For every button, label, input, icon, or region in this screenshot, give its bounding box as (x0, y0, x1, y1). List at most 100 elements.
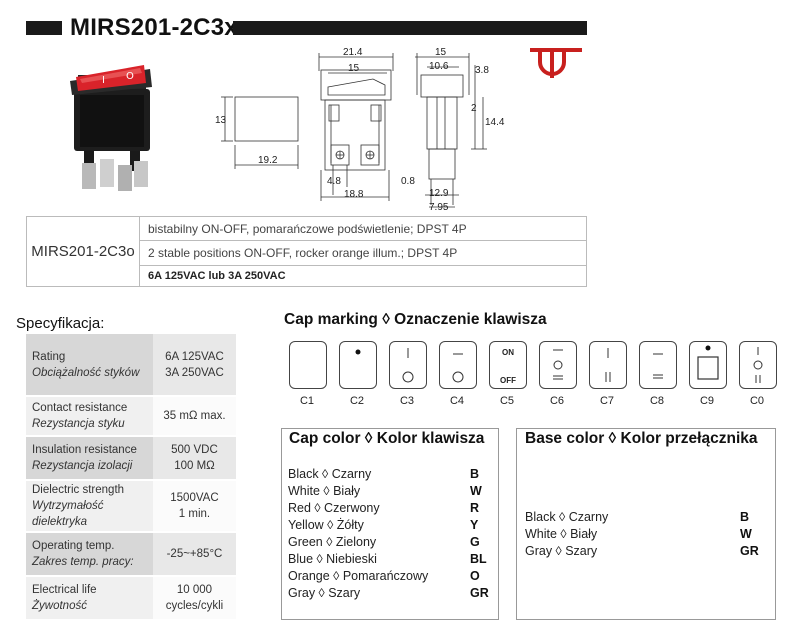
cap-color-name: Blue ◊ Niebieski (288, 552, 377, 566)
base-color-name: Gray ◊ Szary (525, 544, 598, 558)
spec-value: 35 mΩ max. (163, 410, 226, 422)
spec-title: Specyfikacja: (16, 315, 105, 332)
cap-color-code: W (470, 484, 482, 498)
base-color-box (516, 428, 776, 620)
dim-21-4: 21.4 (343, 47, 363, 58)
cap-color-code: G (470, 535, 480, 549)
switch-photo: I O (70, 65, 152, 191)
cap-color-box (281, 428, 499, 620)
cap-label: C4 (449, 395, 465, 407)
spec-label-en: Electrical life (32, 584, 97, 596)
cap-label: C2 (349, 395, 365, 407)
spec-value: 100 MΩ (174, 460, 215, 472)
brand-logo-icon (530, 48, 582, 78)
dim-0-8: 0.8 (401, 176, 415, 187)
cap-label: C6 (549, 395, 565, 407)
cap-label: C3 (399, 395, 415, 407)
spec-label-pl: Zakres temp. pracy: (32, 556, 134, 568)
cap-color-name: Black ◊ Czarny (288, 467, 372, 481)
dim-7-95: 7.95 (429, 202, 449, 213)
dim-18-8: 18.8 (344, 189, 364, 200)
spec-label-pl: Rezystancja styku (32, 418, 125, 430)
cap-color-title: Cap color ◊ Kolor klawisza (289, 430, 485, 447)
cap-label: C1 (299, 395, 315, 407)
page-title: MIRS201-2C3x (70, 14, 238, 41)
model-table: MIRS201-2C3o bistabilny ON-OFF, pomarańc… (26, 215, 587, 288)
cap-label: C0 (749, 395, 765, 407)
spec-value: 3A 250VAC (165, 366, 224, 379)
cap-c6 (539, 341, 577, 389)
dim-4-8: 4.8 (327, 176, 341, 187)
cap-color-code: GR (470, 586, 489, 600)
cap-c3 (389, 341, 427, 389)
cap-color-name: Yellow ◊ Żółty (288, 518, 364, 532)
spec-label-en: Operating temp. (32, 540, 115, 552)
model-rating: 6A 125VAC lub 3A 250VAC (139, 264, 587, 288)
dim-10-6: 10.6 (429, 61, 449, 72)
base-color-code: GR (740, 544, 759, 558)
cap-color-code: O (470, 569, 480, 583)
base-color-name: Black ◊ Czarny (525, 510, 609, 524)
cap-c5: ON OFF (489, 341, 527, 389)
spec-value: 1500VAC (170, 492, 219, 504)
spec-label-en: Insulation resistance (32, 444, 137, 456)
spec-label-en: Rating (32, 350, 66, 363)
model-desc-pl: bistabilny ON-OFF, pomarańczowe podświet… (139, 215, 587, 242)
cap-color-code: B (470, 467, 480, 481)
spec-value: cycles/cykli (165, 600, 224, 612)
dim-15-side: 15 (435, 47, 447, 58)
base-color-name: White ◊ Biały (525, 527, 598, 541)
title-bar-left (26, 21, 62, 35)
spec-row-temp: Operating temp. Zakres temp. pracy: -25~+… (26, 532, 236, 577)
spec-label-pl: Obciążalność styków (32, 366, 140, 379)
cap-c2 (339, 341, 377, 389)
cap-label: C7 (599, 395, 615, 407)
cap-color-name: White ◊ Biały (288, 484, 361, 498)
cap-c7 (589, 341, 627, 389)
cap-c0 (739, 341, 777, 389)
dim-15-front: 15 (348, 63, 360, 74)
spec-label-pl: Rezystancja izolacji (32, 460, 133, 472)
dim-19-2: 19.2 (258, 155, 278, 166)
dim-14-4: 14.4 (485, 117, 505, 128)
rocker-mark-i: I (102, 75, 105, 86)
cap-off-text: OFF (500, 376, 516, 385)
dim-2: 2 (471, 103, 477, 114)
spec-value: 10 000 (176, 584, 213, 596)
cap-label: C5 (499, 395, 515, 407)
spec-value: 500 VDC (171, 444, 218, 456)
spec-value: 6A 125VAC (165, 350, 224, 363)
title-bar-right (233, 21, 587, 35)
technical-drawing: 21.4 15 15 10.6 3.8 2 14.4 13 19.2 4.8 1… (215, 47, 505, 213)
dim-12-9: 12.9 (429, 188, 449, 199)
spec-label-en: Dielectric strength (32, 484, 125, 496)
cap-color-name: Orange ◊ Pomarańczowy (288, 569, 429, 583)
spec-value: 1 min. (178, 508, 211, 520)
cap-c8 (639, 341, 677, 389)
spec-label-pl: Żywotność (32, 600, 87, 612)
cap-color-code: R (470, 501, 480, 515)
cap-color-code: Y (470, 518, 479, 532)
cap-label: C8 (649, 395, 665, 407)
cap-c4 (439, 341, 477, 389)
base-color-title: Base color ◊ Kolor przełącznika (525, 430, 758, 447)
base-color-code: B (740, 510, 750, 524)
cap-color-name: Green ◊ Zielony (288, 535, 377, 549)
cap-c1 (289, 341, 327, 389)
cap-color-name: Gray ◊ Szary (288, 586, 361, 600)
spec-value: -25~+85°C (166, 548, 223, 560)
rocker-mark-o: O (126, 71, 134, 82)
base-color-code: W (740, 527, 752, 541)
spec-label-en: Contact resistance (32, 402, 128, 414)
dim-13: 13 (215, 115, 227, 126)
model-name: MIRS201-2C3o (26, 216, 140, 287)
cap-c9 (689, 341, 727, 389)
spec-label-pl: Wytrzymałość dielektryka (32, 500, 104, 528)
cap-marking-title: Cap marking ◊ Oznaczenie klawisza (284, 311, 547, 328)
cap-on-text: ON (502, 348, 514, 357)
